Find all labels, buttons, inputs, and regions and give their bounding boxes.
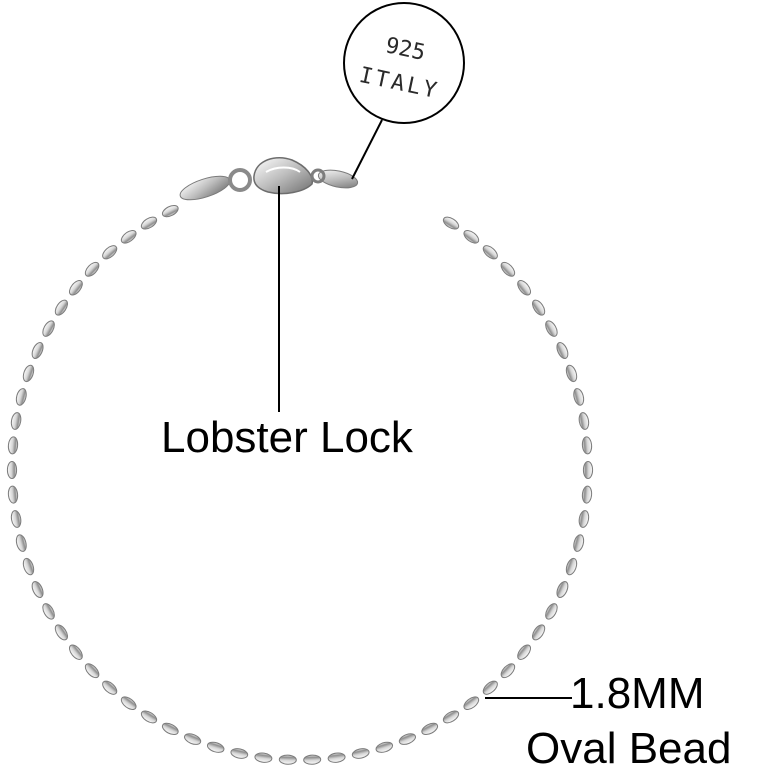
oval-bead [545,320,558,337]
oval-bead [517,280,532,296]
oval-bead [42,603,55,620]
oval-bead [161,722,179,736]
oval-bead [42,320,55,337]
oval-bead [54,299,68,316]
oval-bead [84,663,100,679]
oval-bead [15,388,27,406]
oval-bead [102,245,118,260]
oval-bead [102,680,118,695]
oval-bead [22,364,35,383]
oval-bead [582,461,594,479]
oval-bead [68,280,83,296]
stamp-magnifier: 925 ITALY [343,2,465,124]
oval-bead [84,261,100,277]
oval-bead [442,216,460,230]
oval-bead [556,581,569,598]
oval-bead [565,364,578,383]
oval-bead [10,510,22,528]
oval-bead [140,710,158,724]
oval-bead [6,461,18,479]
oval-bead [7,485,19,504]
oval-bead [184,733,202,745]
oval-bead [31,581,44,598]
oval-bead [500,261,516,277]
oval-bead [463,696,480,710]
oval-bead [351,748,370,759]
oval-bead [327,752,346,763]
oval-bead [545,603,558,620]
end-cap-left [179,175,231,201]
oval-bead [230,748,249,759]
oval-bead [482,245,498,260]
oval-bead [10,412,22,430]
oval-bead [578,510,590,528]
end-cap-right [317,169,359,189]
lobster-clasp [253,156,326,195]
clasp-label: Lobster Lock [161,413,413,462]
oval-bead [573,534,585,552]
oval-bead [375,741,394,753]
oval-bead [7,436,19,455]
oval-bead [581,485,593,504]
oval-bead [463,230,480,244]
oval-bead [68,644,83,660]
jump-ring [228,168,252,192]
oval-bead [532,299,546,316]
oval-bead [573,388,585,406]
oval-bead [581,436,593,455]
oval-bead [556,342,569,359]
oval-bead [578,412,590,430]
oval-bead [482,680,498,695]
oval-bead [140,216,158,230]
oval-bead [532,624,546,641]
oval-bead [206,741,225,753]
oval-bead [517,644,532,660]
oval-bead [565,557,578,576]
oval-bead [500,663,516,679]
oval-bead [303,754,322,765]
oval-bead [161,204,179,218]
oval-bead [398,733,416,745]
bead-size-label: 1.8MM [570,669,705,718]
oval-bead [278,754,297,765]
oval-bead [120,230,137,244]
oval-bead-chain [6,204,594,765]
oval-bead [15,534,27,552]
oval-bead [442,710,460,724]
oval-bead [22,557,35,576]
oval-bead [120,696,137,710]
oval-bead [421,722,439,736]
oval-bead [254,752,273,763]
oval-bead [54,624,68,641]
oval-bead [31,342,44,359]
stamp-leader-line [351,119,383,180]
bead-type-label: Oval Bead [526,724,732,773]
